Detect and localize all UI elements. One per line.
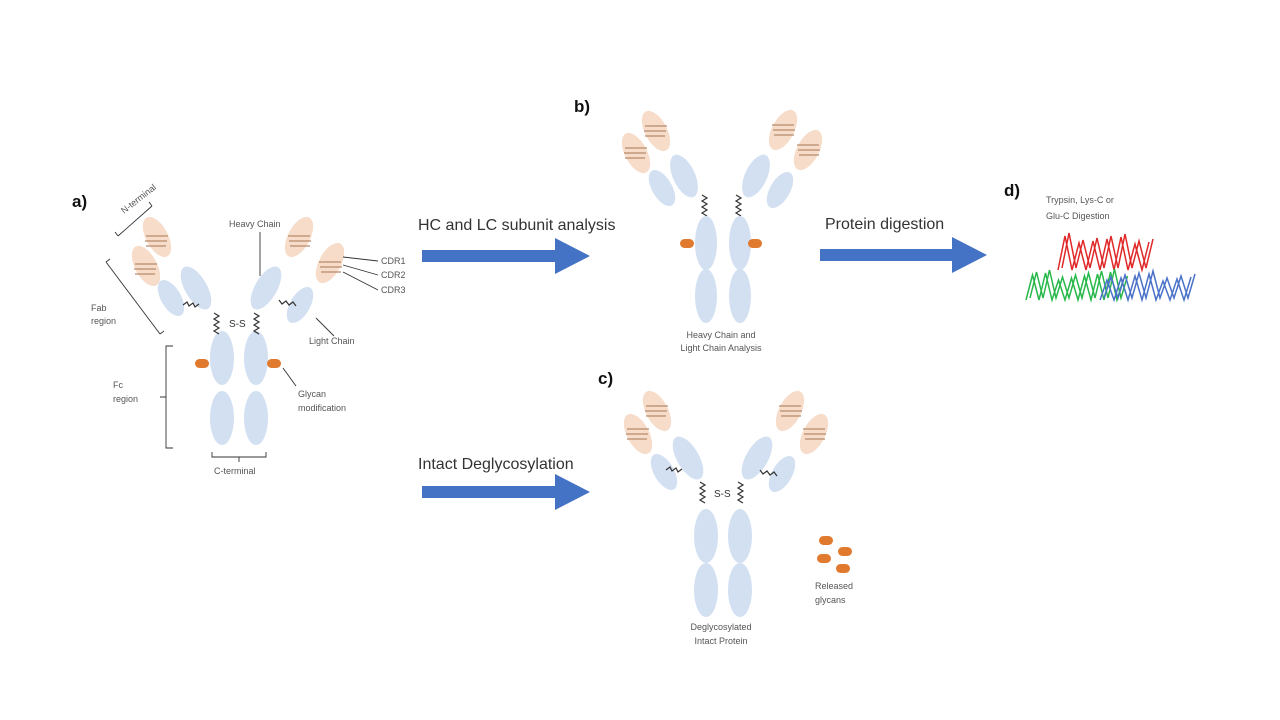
peak-trace (1061, 232, 1154, 269)
cdr2-label: CDR2 (381, 270, 406, 280)
fc-label-line1: Fc (113, 380, 123, 390)
fab-label-line2: region (91, 316, 116, 326)
peak-trace (1029, 268, 1129, 301)
panel-d-caption-line1: Trypsin, Lys-C or (1046, 195, 1114, 205)
fab-label-line1: Fab (91, 303, 107, 313)
heavy-chain-variable-domain (284, 216, 314, 258)
panel-c-tag: c) (598, 369, 613, 388)
c-terminal-bracket (211, 452, 267, 462)
n-terminal-bracket (114, 201, 153, 237)
cdr3-label: CDR3 (381, 285, 406, 295)
panel-c-caption-line1: Deglycosylated (690, 622, 751, 632)
disulfide-bonds: S-S (182, 299, 297, 335)
arrow-digestion-label: Protein digestion (825, 216, 944, 233)
panel-d: d) Trypsin, Lys-C or Glu-C Digestion (1004, 181, 1196, 303)
peak-trace (1057, 235, 1150, 273)
peak-trace (1099, 271, 1192, 303)
light-chain-constant-domain (286, 286, 314, 324)
right-fab-arm (250, 216, 345, 324)
light-chain-constant-domain (157, 279, 185, 317)
glycan-right (267, 359, 281, 368)
glycan-left (195, 359, 209, 368)
released-glycans (817, 536, 852, 573)
fc-region (210, 331, 268, 445)
panel-b-tag: b) (574, 97, 590, 116)
c-terminal-label: C-terminal (214, 466, 256, 476)
light-chain-variable-domain (131, 245, 161, 287)
light-chain-variable-domain (315, 242, 345, 284)
panel-d-tag: d) (1004, 181, 1020, 200)
fab-bracket (105, 258, 165, 335)
arrow-protein-digestion: Protein digestion (820, 216, 987, 273)
arrow-subunit-label: HC and LC subunit analysis (418, 217, 615, 234)
heavy-chain-constant-domain (180, 266, 212, 310)
panel-b-caption-line1: Heavy Chain and (686, 330, 755, 340)
panel-c-ss-bond-label: S-S (714, 489, 731, 500)
panel-a: a) S-S (72, 182, 406, 476)
panel-a-tag: a) (72, 192, 87, 211)
panel-c-caption-line2: Intact Protein (694, 636, 747, 646)
panel-d-caption-line2: Glu-C Digestion (1046, 211, 1110, 221)
light-chain-variable-domain (142, 216, 172, 258)
left-fab-arm (131, 216, 212, 317)
glycan-label-line2: modification (298, 403, 346, 413)
heavy-chain-constant-domain (250, 266, 282, 310)
glycan-label-line1: Glycan (298, 389, 326, 399)
released-glycans-line2: glycans (815, 595, 846, 605)
fc-bracket (160, 345, 173, 449)
peak-trace (1103, 268, 1196, 301)
n-terminal-label: N-terminal (119, 182, 158, 215)
hinge-ss-bond-label: S-S (229, 319, 246, 330)
fc-label-line2: region (113, 394, 138, 404)
released-glycans-line1: Released (815, 581, 853, 591)
panel-b-caption-line2: Light Chain Analysis (680, 343, 762, 353)
heavy-chain-label: Heavy Chain (229, 219, 281, 229)
arrow-subunit-analysis: HC and LC subunit analysis (418, 217, 615, 274)
cdr1-label: CDR1 (381, 256, 406, 266)
digest-peak-traces (1025, 232, 1196, 303)
panel-b: b) Heavy Chain and Light Chain Analysis (574, 97, 823, 353)
arrow-intact-deglycosylation: Intact Deglycosylation (418, 456, 590, 510)
arrow-deglyco-label: Intact Deglycosylation (418, 456, 574, 473)
light-chain-label: Light Chain (309, 336, 355, 346)
panel-c: c) S-S Deglycosylated Intact Protein Rel… (598, 369, 853, 646)
